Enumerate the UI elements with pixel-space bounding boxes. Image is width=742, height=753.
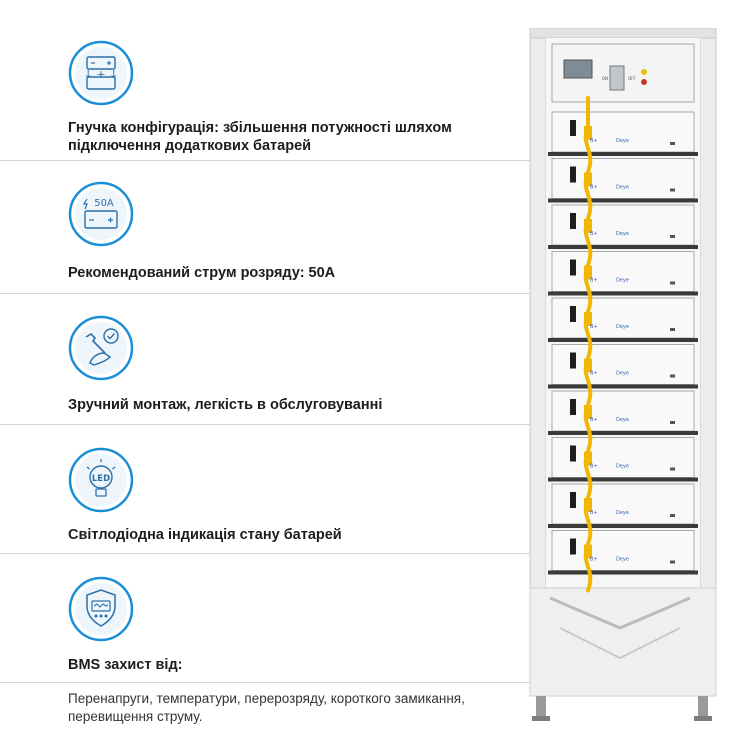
module-shelf bbox=[548, 198, 698, 203]
module-led-indicator bbox=[670, 328, 675, 331]
module-brand-label: Deye bbox=[616, 417, 629, 423]
divider bbox=[0, 160, 530, 161]
module-polarity-label: B+ bbox=[590, 231, 598, 237]
module-brand-label: Deye bbox=[616, 371, 629, 377]
svg-text:↓ + ↓: ↓ + ↓ bbox=[84, 68, 119, 81]
module-connector bbox=[570, 213, 576, 229]
module-shelf bbox=[548, 152, 698, 156]
module-connector bbox=[570, 492, 576, 508]
module-led-indicator bbox=[670, 281, 675, 285]
module-led-indicator bbox=[670, 467, 675, 471]
module-shelf bbox=[548, 338, 698, 342]
module-polarity-label: B+ bbox=[590, 185, 598, 191]
battery-current-icon-label: 50A bbox=[94, 198, 114, 209]
module-polarity-label: B+ bbox=[590, 464, 598, 470]
battery-modules: B+DeyeB+DeyeB+DeyeB+DeyeB+DeyeB+DeyeB+De… bbox=[548, 111, 698, 575]
bms-description: Перенапруги, температури, перерозряду, к… bbox=[68, 691, 465, 724]
module-shelf bbox=[548, 291, 698, 296]
controller-off-label: OFF bbox=[628, 76, 636, 81]
module-led-indicator bbox=[670, 514, 675, 517]
feature-title-bms: BMS захист від: bbox=[68, 657, 183, 673]
module-connector bbox=[570, 306, 576, 322]
module-shelf bbox=[548, 431, 698, 435]
controller-on-label: ON bbox=[602, 76, 608, 81]
module-connector bbox=[570, 399, 576, 415]
module-shelf bbox=[548, 245, 698, 249]
battery-rack-image: ON OFF B+DeyeB+DeyeB+DeyeB+DeyeB+DeyeB+D… bbox=[529, 28, 717, 721]
module-polarity-label: B+ bbox=[590, 278, 598, 284]
module-led-indicator bbox=[670, 142, 675, 145]
module-connector bbox=[570, 120, 576, 136]
module-connector bbox=[570, 445, 576, 462]
module-brand-label: Deye bbox=[616, 231, 629, 237]
module-led-indicator bbox=[670, 188, 675, 192]
module-led-indicator bbox=[670, 235, 675, 238]
feature-title-current: Рекомендований струм розряду: 50A bbox=[68, 265, 336, 281]
feature-title-led: Світлодіодна індикація стану батарей bbox=[68, 527, 342, 543]
module-shelf bbox=[548, 524, 698, 528]
module-connector bbox=[570, 352, 576, 369]
module-polarity-label: B+ bbox=[590, 510, 598, 516]
feature-title-config: Гнучка конфігурація: збільшення потужнос… bbox=[68, 120, 452, 154]
module-polarity-label: B+ bbox=[590, 557, 598, 563]
battery-config-icon: ↓ + ↓ bbox=[68, 40, 134, 106]
module-connector bbox=[570, 538, 576, 555]
module-led-indicator bbox=[670, 421, 675, 424]
wrench-check-icon bbox=[68, 315, 134, 381]
module-shelf bbox=[548, 477, 698, 482]
module-shelf bbox=[548, 384, 698, 389]
module-brand-label: Deye bbox=[616, 278, 629, 284]
module-led-indicator bbox=[670, 560, 675, 564]
module-led-indicator bbox=[670, 374, 675, 378]
module-polarity-label: B+ bbox=[590, 371, 598, 377]
module-brand-label: Deye bbox=[616, 324, 629, 330]
module-brand-label: Deye bbox=[616, 510, 629, 516]
led-bulb-icon: LED bbox=[68, 447, 134, 513]
divider bbox=[0, 553, 530, 554]
module-brand-label: Deye bbox=[616, 138, 629, 144]
bms-shield-icon bbox=[68, 576, 134, 642]
module-polarity-label: B+ bbox=[590, 417, 598, 423]
divider bbox=[0, 293, 530, 294]
feature-title-maintenance: Зручний монтаж, легкість в обслуговуванн… bbox=[68, 397, 383, 413]
module-connector bbox=[570, 166, 576, 183]
module-brand-label: Deye bbox=[616, 185, 629, 191]
led-bulb-icon-label: LED bbox=[92, 474, 110, 484]
divider bbox=[0, 424, 530, 425]
divider bbox=[0, 682, 530, 683]
battery-current-icon: 50A bbox=[68, 181, 134, 247]
module-brand-label: Deye bbox=[616, 464, 629, 470]
module-shelf bbox=[548, 570, 698, 575]
module-polarity-label: B+ bbox=[590, 324, 598, 330]
module-connector bbox=[570, 259, 576, 276]
module-brand-label: Deye bbox=[616, 557, 629, 563]
module-polarity-label: B+ bbox=[590, 138, 598, 144]
